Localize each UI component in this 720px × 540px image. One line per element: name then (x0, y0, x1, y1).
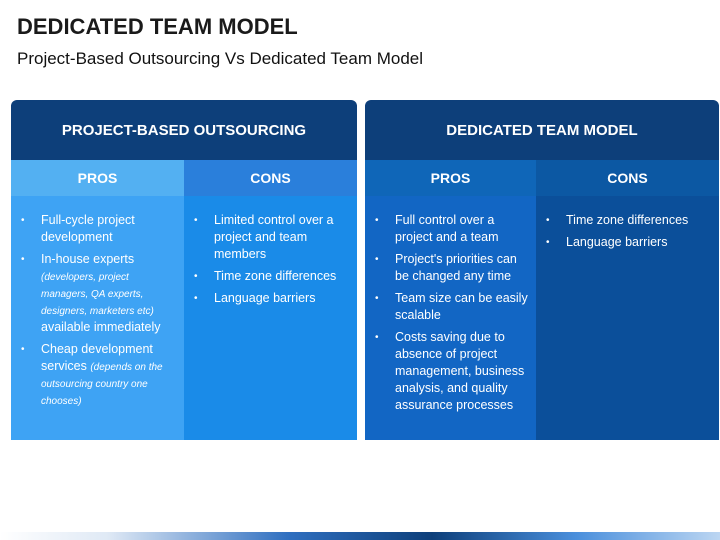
list-item: • Limited control over a project and tea… (192, 212, 349, 263)
cons-heading: CONS (184, 160, 357, 196)
pros-column: PROS • Full control over a project and a… (365, 160, 536, 440)
list-item-text: Full-cycle project development (41, 213, 135, 244)
list-item: • Project's priorities can be changed an… (373, 251, 528, 285)
list-item-text: Language barriers (214, 291, 316, 305)
cons-body: • Limited control over a project and tea… (184, 196, 357, 440)
cons-column: CONS • Time zone differences • Language … (536, 160, 719, 440)
pros-list: • Full-cycle project development • In-ho… (19, 212, 176, 409)
bullet-icon: • (375, 215, 379, 226)
slide-subtitle: Project-Based Outsourcing Vs Dedicated T… (17, 49, 423, 68)
pros-body: • Full control over a project and a team… (365, 196, 536, 440)
bullet-icon: • (375, 293, 379, 304)
panel-header: PROJECT-BASED OUTSOURCING (11, 100, 357, 160)
pros-body: • Full-cycle project development • In-ho… (11, 196, 184, 440)
list-item-text: Language barriers (566, 235, 668, 249)
pros-list: • Full control over a project and a team… (373, 212, 528, 414)
list-item-text: Cheap development services (41, 342, 153, 373)
slide-title: DEDICATED TEAM MODEL (17, 14, 298, 39)
pros-column: PROS • Full-cycle project development • … (11, 160, 184, 440)
list-item-text: Costs saving due to absence of project m… (395, 330, 525, 412)
pros-heading: PROS (11, 160, 184, 196)
list-item-text: Limited control over a project and team … (214, 213, 334, 261)
panel-project-based-outsourcing: PROJECT-BASED OUTSOURCING PROS • Full-cy… (11, 100, 357, 440)
list-item-text: Time zone differences (214, 269, 337, 283)
list-item-text: Project's priorities can be changed any … (395, 252, 517, 283)
list-item: • Language barriers (544, 234, 711, 251)
bullet-icon: • (21, 254, 25, 265)
pros-cons-row: PROS • Full-cycle project development • … (11, 160, 357, 440)
list-item-note: (depends on the outsourcing country one … (41, 362, 163, 407)
footer-gradient-bar (0, 532, 720, 540)
list-item: • Full control over a project and a team (373, 212, 528, 246)
bullet-icon: • (21, 215, 25, 226)
cons-list: • Time zone differences • Language barri… (544, 212, 711, 251)
list-item-text: In-house experts (41, 252, 135, 266)
bullet-icon: • (194, 293, 198, 304)
list-item: • Language barriers (192, 290, 349, 307)
list-item-text-after: available immediately (41, 320, 161, 334)
list-item-note: (developers, project managers, QA expert… (41, 272, 154, 317)
list-item: • Time zone differences (192, 268, 349, 285)
cons-list: • Limited control over a project and tea… (192, 212, 349, 307)
list-item: • Team size can be easily scalable (373, 290, 528, 324)
bullet-icon: • (546, 215, 550, 226)
list-item: • Cheap development services (depends on… (19, 341, 176, 409)
list-item: • In-house experts (developers, project … (19, 251, 176, 336)
list-item: • Costs saving due to absence of project… (373, 329, 528, 414)
bullet-icon: • (194, 271, 198, 282)
list-item-text: Team size can be easily scalable (395, 291, 528, 322)
bullet-icon: • (375, 254, 379, 265)
list-item: • Full-cycle project development (19, 212, 176, 246)
pros-heading: PROS (365, 160, 536, 196)
bullet-icon: • (375, 332, 379, 343)
pros-cons-row: PROS • Full control over a project and a… (365, 160, 719, 440)
cons-column: CONS • Limited control over a project an… (184, 160, 357, 440)
bullet-icon: • (546, 237, 550, 248)
bullet-icon: • (194, 215, 198, 226)
panel-dedicated-team-model: DEDICATED TEAM MODEL PROS • Full control… (365, 100, 719, 440)
cons-body: • Time zone differences • Language barri… (536, 196, 719, 440)
list-item: • Time zone differences (544, 212, 711, 229)
bullet-icon: • (21, 344, 25, 355)
list-item-text: Full control over a project and a team (395, 213, 499, 244)
list-item-text: Time zone differences (566, 213, 689, 227)
cons-heading: CONS (536, 160, 719, 196)
panel-header: DEDICATED TEAM MODEL (365, 100, 719, 160)
